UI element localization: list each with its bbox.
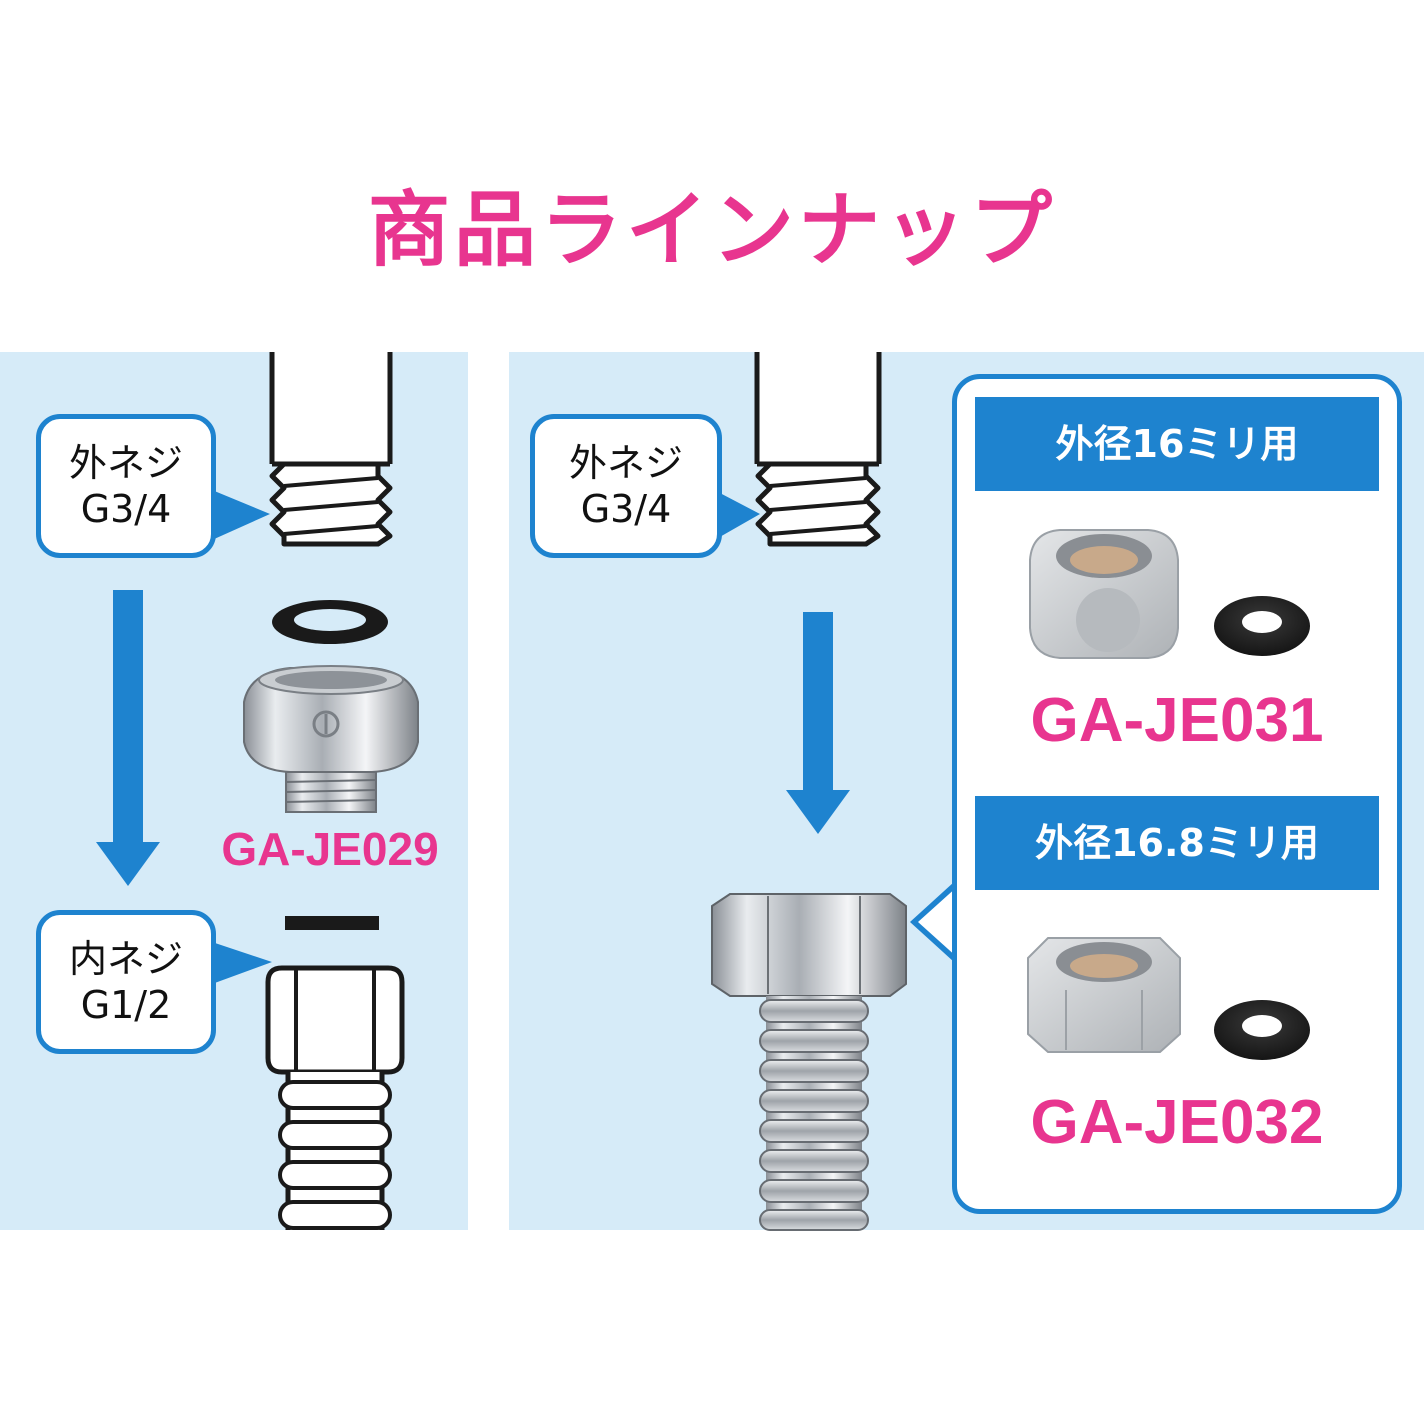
left-pipe-icon bbox=[269, 352, 393, 467]
hex-nut-icon bbox=[1027, 937, 1181, 1053]
left-top-callout: 外ネジ G3/4 bbox=[36, 414, 216, 558]
callout-text: 外ネジ bbox=[568, 440, 683, 485]
callout-text: 外ネジ bbox=[68, 440, 183, 485]
callout-text: G3/4 bbox=[80, 487, 172, 531]
gasket-icon bbox=[1214, 1000, 1310, 1060]
product-code-ga-je031: GA-JE031 bbox=[1030, 686, 1324, 755]
right-pipe-icon bbox=[754, 352, 882, 467]
size-label-16mm: 外径16ミリ用 bbox=[975, 397, 1379, 491]
left-packing-bar bbox=[285, 916, 379, 930]
left-flexible-hose-icon bbox=[265, 965, 405, 1230]
right-callout: 外ネジ G3/4 bbox=[530, 414, 722, 558]
product-group-box bbox=[952, 374, 1402, 1214]
callout-text: G1/2 bbox=[80, 983, 172, 1027]
gasket-icon bbox=[1214, 596, 1310, 656]
product-code-ga-je032: GA-JE032 bbox=[1030, 1088, 1324, 1157]
left-arrow-down-icon bbox=[96, 590, 160, 886]
left-bottom-callout-pointer bbox=[212, 942, 272, 984]
left-gasket-icon bbox=[272, 600, 388, 644]
product-code-ga-je029: GA-JE029 bbox=[221, 823, 439, 875]
right-flexible-hose-icon bbox=[759, 996, 869, 1231]
right-hex-nut-icon bbox=[711, 893, 907, 997]
page-title: 商品ラインナップ bbox=[367, 183, 1056, 278]
right-thread-icon bbox=[755, 461, 881, 547]
left-adapter-nut-icon bbox=[243, 665, 419, 813]
right-arrow-down-icon bbox=[786, 612, 850, 834]
callout-text: 内ネジ bbox=[68, 936, 183, 981]
left-thread-icon bbox=[269, 461, 393, 547]
size-label-16-8mm: 外径16.8ミリ用 bbox=[975, 796, 1379, 890]
left-bottom-callout: 内ネジ G1/2 bbox=[36, 910, 216, 1054]
callout-text: G3/4 bbox=[580, 487, 672, 531]
cap-nut-icon bbox=[1029, 529, 1179, 659]
left-top-callout-pointer bbox=[212, 490, 270, 540]
right-callout-pointer bbox=[718, 492, 760, 538]
